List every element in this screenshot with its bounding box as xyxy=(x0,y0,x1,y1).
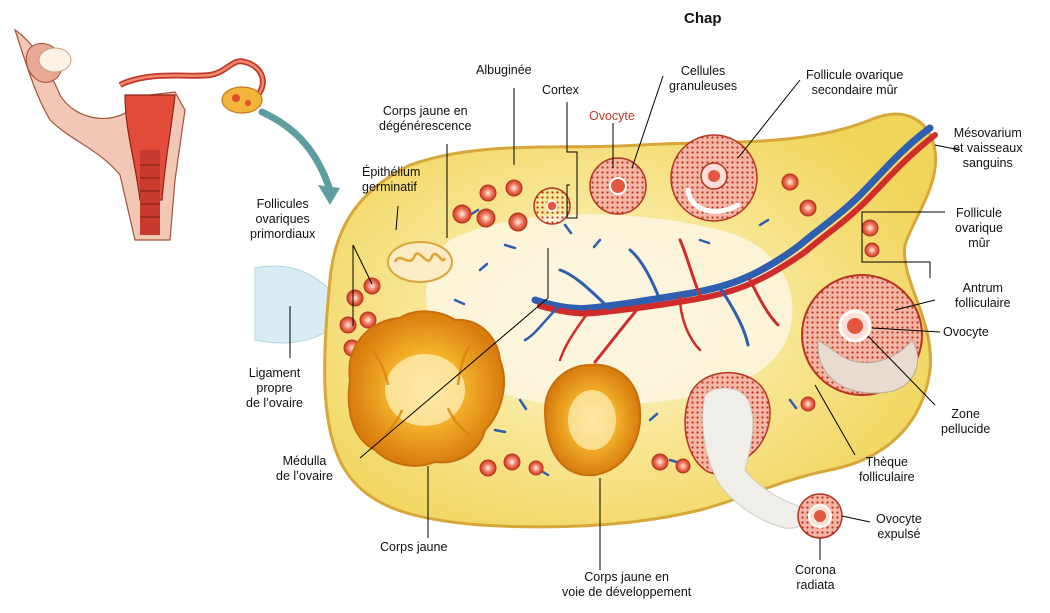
label-follicules-primordiaux-line-2: ovariques xyxy=(250,212,315,227)
label-follicules-primordiaux-line-1: Follicules xyxy=(250,197,315,212)
label-ovocyte-right: Ovocyte xyxy=(943,325,989,340)
ovarian-ligament xyxy=(255,266,330,343)
label-antrum: Antrumfolliculaire xyxy=(955,281,1011,311)
label-mesovarium-line-1: Mésovarium xyxy=(953,126,1022,141)
label-albuginee-line-1: Albuginée xyxy=(476,63,532,78)
label-follicule-secondaire-line-1: Follicule ovarique xyxy=(806,68,903,83)
label-corps-jaune-line-1: Corps jaune xyxy=(380,540,447,555)
label-follicule-mur-line-3: mûr xyxy=(955,236,1003,251)
label-ligament-line-1: Ligament xyxy=(246,366,303,381)
label-ligament: Ligamentproprede l’ovaire xyxy=(246,366,303,411)
label-epithelium-germinatif-line-2: germinatif xyxy=(362,180,420,195)
label-cellules-granuleuses: Cellulesgranuleuses xyxy=(669,64,737,94)
label-follicules-primordiaux-line-3: primordiaux xyxy=(250,227,315,242)
label-corps-jaune-degenerescence-line-2: dégénérescence xyxy=(379,119,471,134)
label-follicule-mur-line-1: Follicule xyxy=(955,206,1003,221)
label-corona-radiata-line-2: radiata xyxy=(795,578,836,593)
label-mesovarium-line-3: sanguins xyxy=(953,156,1022,171)
expelled-oocyte xyxy=(798,494,842,538)
secondary-follicle xyxy=(671,135,757,221)
mature-follicle xyxy=(802,275,922,395)
label-follicule-secondaire-line-2: secondaire mûr xyxy=(806,83,903,98)
label-medulla-line-2: de l’ovaire xyxy=(276,469,333,484)
label-theque-line-1: Thèque xyxy=(859,455,915,470)
label-medulla-line-1: Médulla xyxy=(276,454,333,469)
label-ovocyte-top-line-1: Ovocyte xyxy=(589,109,635,124)
label-ovocyte-right-line-1: Ovocyte xyxy=(943,325,989,340)
label-theque: Thèquefolliculaire xyxy=(859,455,915,485)
label-epithelium-germinatif-line-1: Épithélium xyxy=(362,165,420,180)
label-corps-jaune-developpement-line-2: voie de développement xyxy=(562,585,691,600)
corpus-luteum xyxy=(349,311,504,465)
label-mesovarium: Mésovariumet vaisseauxsanguins xyxy=(953,126,1022,171)
label-ovocyte-expulse: Ovocyteexpulsé xyxy=(876,512,922,542)
corpus-luteum-degenerating xyxy=(388,242,452,282)
label-cellules-granuleuses-line-2: granuleuses xyxy=(669,79,737,94)
label-theque-line-2: folliculaire xyxy=(859,470,915,485)
label-zone-pellucide-line-2: pellucide xyxy=(941,422,990,437)
label-follicule-mur: Folliculeovariquemûr xyxy=(955,206,1003,251)
label-corps-jaune: Corps jaune xyxy=(380,540,447,555)
label-follicule-secondaire: Follicule ovariquesecondaire mûr xyxy=(806,68,903,98)
label-epithelium-germinatif: Épithéliumgerminatif xyxy=(362,165,420,195)
label-corona-radiata-line-1: Corona xyxy=(795,563,836,578)
label-antrum-line-1: Antrum xyxy=(955,281,1011,296)
label-follicule-mur-line-2: ovarique xyxy=(955,221,1003,236)
label-ligament-line-2: propre xyxy=(246,381,303,396)
label-ligament-line-3: de l’ovaire xyxy=(246,396,303,411)
label-antrum-line-2: folliculaire xyxy=(955,296,1011,311)
label-zone-pellucide-line-1: Zone xyxy=(941,407,990,422)
label-cellules-granuleuses-line-1: Cellules xyxy=(669,64,737,79)
label-ovocyte-top: Ovocyte xyxy=(589,109,635,124)
label-mesovarium-line-2: et vaisseaux xyxy=(953,141,1022,156)
label-corps-jaune-developpement: Corps jaune envoie de développement xyxy=(562,570,691,600)
label-ovocyte-expulse-line-1: Ovocyte xyxy=(876,512,922,527)
label-zone-pellucide: Zonepellucide xyxy=(941,407,990,437)
label-follicules-primordiaux: Folliculesovariquesprimordiaux xyxy=(250,197,315,242)
label-corona-radiata: Coronaradiata xyxy=(795,563,836,593)
label-ovocyte-expulse-line-2: expulsé xyxy=(876,527,922,542)
label-corps-jaune-degenerescence: Corps jaune endégénérescence xyxy=(379,104,471,134)
label-medulla: Médullade l’ovaire xyxy=(276,454,333,484)
label-corps-jaune-degenerescence-line-1: Corps jaune en xyxy=(379,104,471,119)
chapter-header: Chap xyxy=(684,10,722,27)
label-albuginee: Albuginée xyxy=(476,63,532,78)
label-corps-jaune-developpement-line-1: Corps jaune en xyxy=(562,570,691,585)
label-cortex-line-1: Cortex xyxy=(542,83,579,98)
label-cortex: Cortex xyxy=(542,83,579,98)
